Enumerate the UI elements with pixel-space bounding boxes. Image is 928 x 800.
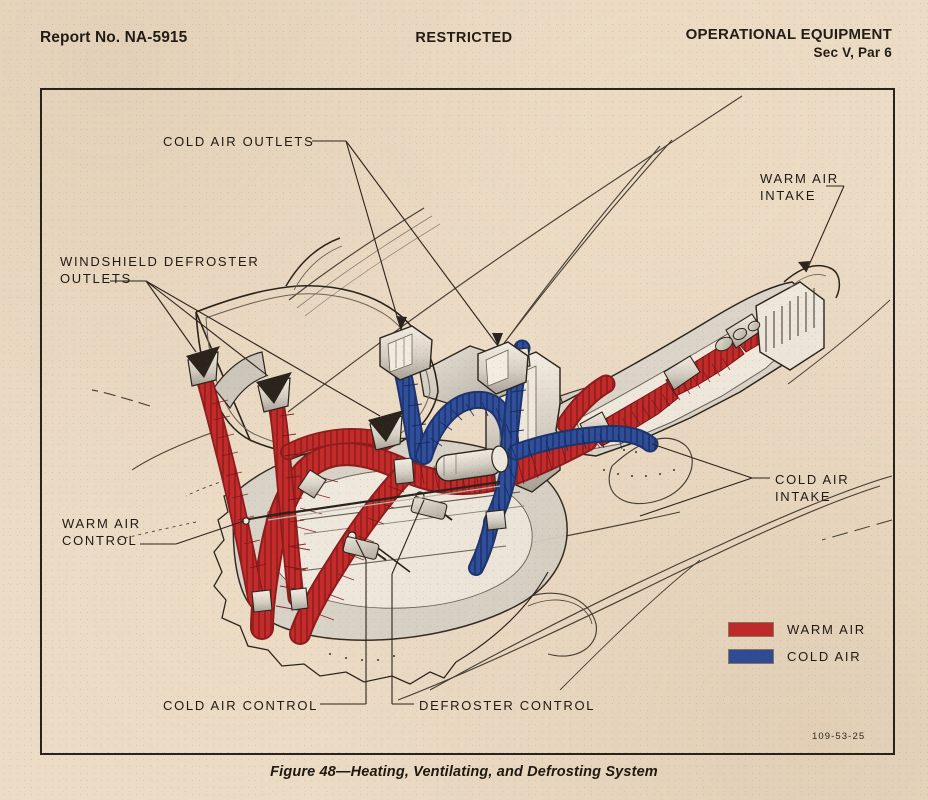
legend-row-warm-air: WARM AIR [728,618,866,640]
figure-caption: Figure 48—Heating, Ventilating, and Defr… [270,764,658,780]
warm-air-heater-unit [555,264,841,477]
legend-swatch-cold-air [728,648,774,664]
legend-swatch-warm-air [728,621,774,637]
fuselage-ghost-outline [91,95,893,701]
legend-label-warm-air: WARM AIR [787,621,866,637]
report-number: Report No. NA-5915 [40,29,188,46]
section-heading: OPERATIONAL EQUIPMENT Sec V, Par 6 [686,26,892,60]
plate-code: 109-53-25 [812,731,866,742]
callout-cold-air-intake: COLD AIR INTAKE [775,472,850,504]
callout-cold-air-outlets: COLD AIR OUTLETS [163,134,315,149]
legend-row-cold-air: COLD AIR [728,645,866,667]
air-mixing-valve [435,445,509,482]
callout-warm-air-control: WARM AIR CONTROL [62,516,141,548]
callout-windshield-defroster-outlets: WINDSHIELD DEFROSTER OUTLETS [60,254,260,286]
section-reference: Sec V, Par 6 [813,45,892,60]
section-title: OPERATIONAL EQUIPMENT [685,26,892,43]
duct-outlet-nozzles [186,325,529,573]
callout-cold-air-control: COLD AIR CONTROL [163,698,319,713]
airflow-legend: WARM AIR COLD AIR [728,618,866,672]
figure-plate-border [40,88,895,755]
callout-defroster-control: DEFROSTER CONTROL [419,698,596,713]
callout-leader-lines [110,140,845,705]
classification-marking: RESTRICTED [415,30,513,46]
legend-label-cold-air: COLD AIR [787,648,862,664]
callout-warm-air-intake: WARM AIR INTAKE [760,171,839,203]
page-header: Report No. NA-5915 RESTRICTED OPERATIONA… [0,0,928,88]
